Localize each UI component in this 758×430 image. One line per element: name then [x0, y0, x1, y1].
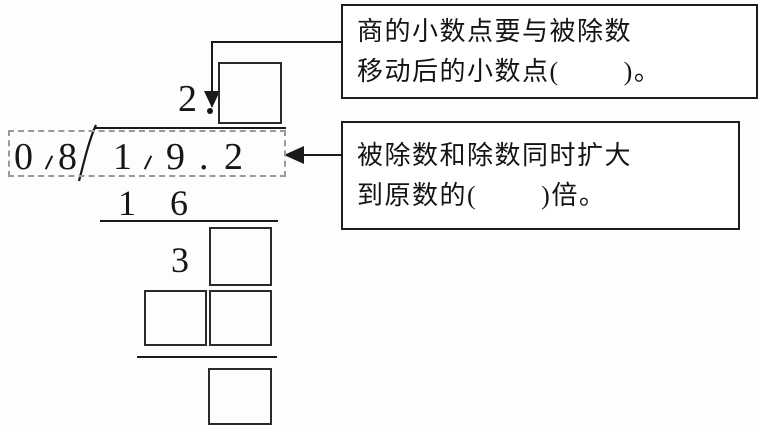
note-scale-factor-line-1: 被除数和除数同时扩大: [357, 140, 633, 170]
row2-blank-box-right[interactable]: [209, 227, 272, 286]
row2-digit-3: 3: [171, 240, 189, 280]
connector-note1-vertical: [211, 41, 213, 93]
dividend-digit-1: 1: [113, 136, 132, 178]
row3-blank-box-left[interactable]: [144, 290, 207, 346]
note-quotient-decimal-line-1: 商的小数点要与被除数: [357, 16, 633, 46]
connector-note1-arrowhead: [204, 91, 220, 108]
divisor-digit-0: 0: [14, 136, 33, 178]
quotient-blank-box[interactable]: [218, 62, 282, 124]
dividend-digit-2: 2: [224, 136, 243, 178]
connector-note1-horizontal: [211, 41, 343, 43]
connector-note2-horizontal: [302, 154, 343, 156]
division-vinculum: [94, 127, 286, 129]
divisor-digit-8: 8: [58, 136, 77, 178]
dividend-highlight-region: [8, 130, 286, 177]
subtraction-rule-1: [100, 220, 278, 222]
partial-product-digit-6: 6: [170, 183, 188, 223]
row3-blank-box-right[interactable]: [209, 290, 272, 346]
connector-note2-arrowhead: [284, 146, 304, 164]
dividend-decimal-point: .: [199, 136, 209, 178]
dividend-digit-9: 9: [166, 136, 185, 178]
note-quotient-decimal-line-2: 移动后的小数点( )。: [357, 56, 662, 86]
note-scale-factor-line-2: 到原数的( )倍。: [357, 180, 607, 210]
partial-product-digit-1: 1: [118, 183, 136, 223]
quotient-decimal-point: [207, 108, 213, 114]
quotient-digit: 2: [178, 78, 197, 120]
remainder-blank-box[interactable]: [208, 368, 272, 425]
note-scale-factor: 被除数和除数同时扩大 到原数的( )倍。: [341, 121, 740, 230]
note-quotient-decimal: 商的小数点要与被除数 移动后的小数点( )。: [341, 4, 758, 99]
subtraction-rule-2: [137, 356, 277, 358]
